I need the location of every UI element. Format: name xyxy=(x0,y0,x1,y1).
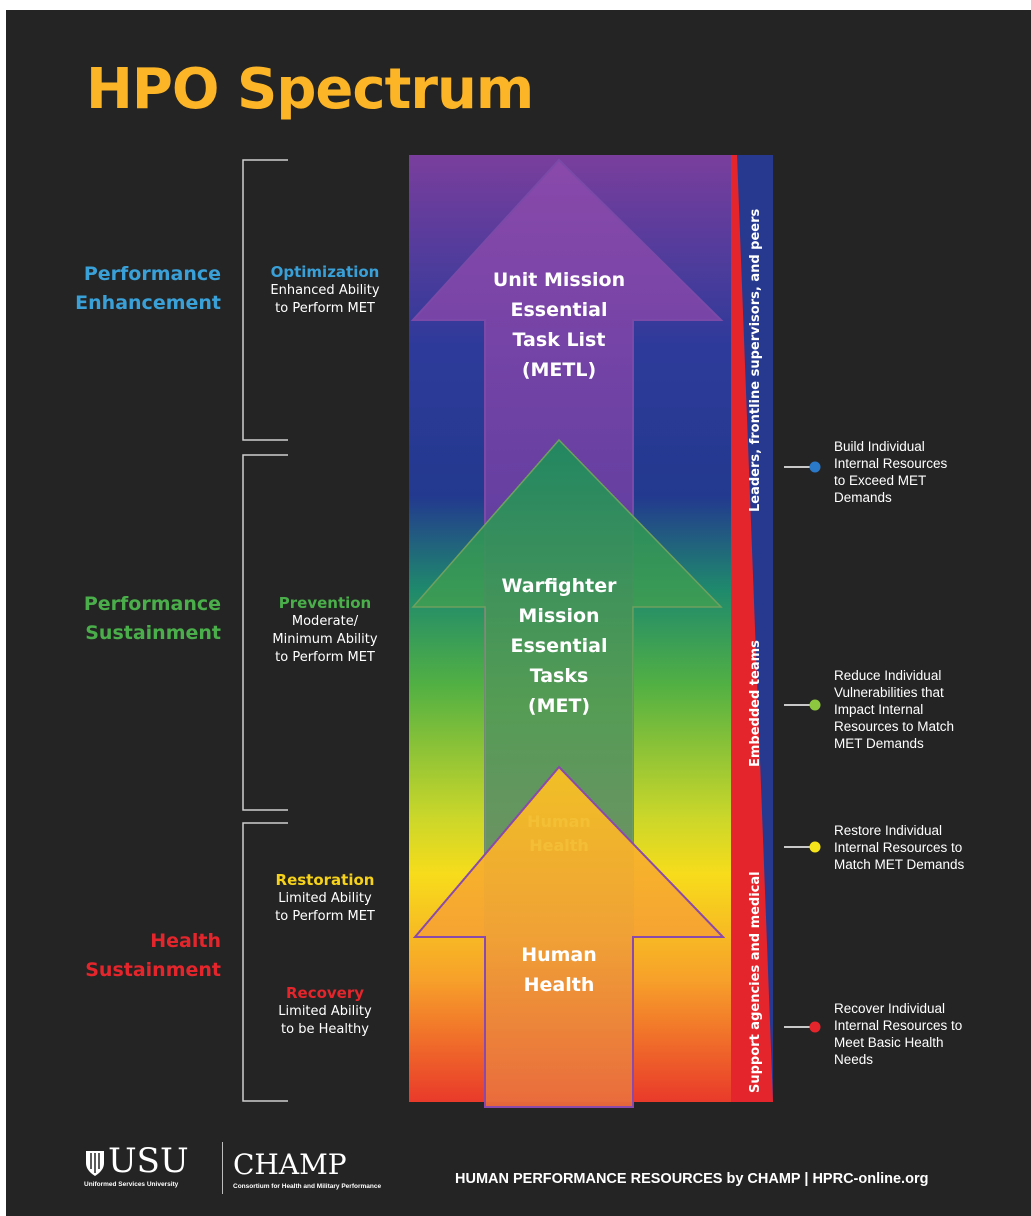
outcome-connectors xyxy=(784,461,821,1033)
side-label-embedded-teams: Embedded teams xyxy=(748,640,763,767)
side-strip-diagonal xyxy=(731,155,773,1102)
outcome-dot-red xyxy=(809,1021,821,1033)
bracket-sustainment xyxy=(242,454,288,811)
sub-restoration: Restoration Limited Ability to Perform M… xyxy=(275,871,375,924)
sub-optimization: Optimization Enhanced Ability to Perform… xyxy=(270,263,380,316)
logo-divider xyxy=(222,1142,223,1194)
champ-logo: CHAMP Consortium for Health and Military… xyxy=(233,1148,382,1191)
bracket-enhancement xyxy=(242,159,288,441)
outcome-dot-yellow xyxy=(809,841,821,853)
bracket-health xyxy=(242,822,288,1102)
bracket-lines xyxy=(242,159,288,1102)
sub-recovery: Recovery Limited Ability to be Healthy xyxy=(278,984,372,1037)
side-label-support-agencies: Support agencies and medical xyxy=(748,871,763,1093)
arrow-human-health xyxy=(412,765,726,1108)
outcome-dot-blue xyxy=(809,461,821,473)
page-title: HPO Spectrum xyxy=(86,57,534,122)
side-label-leaders: Leaders, frontline supervisors, and peer… xyxy=(748,208,763,512)
sub-prevention: Prevention Moderate/ Minimum Ability to … xyxy=(272,594,378,665)
outcome-dot-green xyxy=(809,699,821,711)
usu-logo: USU Uniformed Services University xyxy=(84,1141,189,1188)
spectrum-graphic xyxy=(409,155,773,1108)
shield-icon xyxy=(86,1151,104,1176)
footer-credit: HUMAN PERFORMANCE RESOURCES by CHAMP | H… xyxy=(455,1171,929,1187)
